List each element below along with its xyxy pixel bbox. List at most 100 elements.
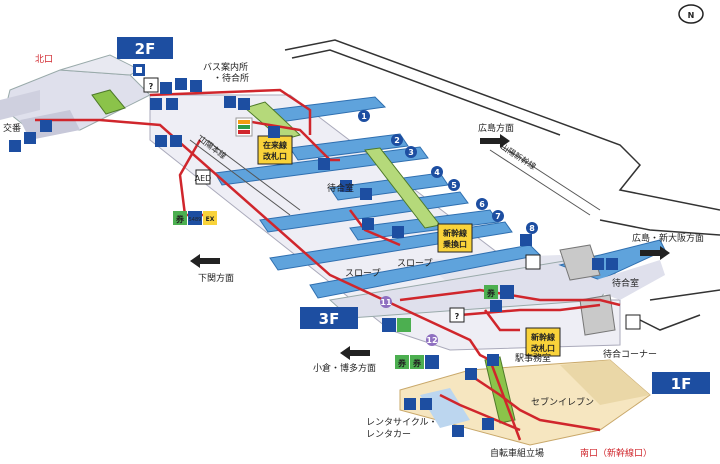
bus-icon (190, 80, 202, 92)
kokura-hakata-label: 小倉・博多方面 (313, 362, 376, 374)
transfer-gate-sign: 新幹線 乗換口 (437, 223, 473, 253)
aed-icon (625, 314, 641, 330)
slope-right-label: スロープ (397, 258, 432, 269)
aed-icon (525, 254, 541, 270)
rental-cycle-label: レンタサイクル・ (366, 417, 438, 428)
shimonoseki-direction-label: 下関方面 (198, 272, 234, 284)
aed-icon: AED (195, 169, 212, 185)
floor-badge-3f: 3F (300, 307, 358, 329)
ticket-machine-icon: 券 券 (395, 355, 439, 369)
toilet-icon (404, 398, 416, 410)
sanyo-shinkansen-label: 山陽新幹線 (499, 141, 538, 171)
bicycle-icon (452, 425, 464, 437)
svg-text:8: 8 (529, 224, 535, 233)
info-icon: ? (143, 77, 159, 93)
svg-text:5489: 5489 (189, 217, 202, 223)
svg-text:7: 7 (495, 212, 501, 221)
svg-text:券: 券 (412, 358, 422, 368)
train-icon (238, 98, 250, 110)
taxi-icon (40, 120, 52, 132)
svg-text:5: 5 (451, 181, 457, 190)
svg-text:新幹線: 新幹線 (443, 228, 467, 238)
platform-numbers: 1 2 3 4 5 6 7 8 11 12 (358, 110, 538, 346)
svg-text:2F: 2F (135, 40, 156, 58)
toilet-icon (9, 140, 21, 152)
ticket-machine-icon: 券 (484, 285, 514, 299)
bicycle-parking-label: 自転車組立場 (490, 447, 544, 459)
platform-number-8: 8 (526, 222, 538, 234)
waiting-room-right-label: 待合室 (612, 277, 639, 289)
svg-text:新幹線: 新幹線 (531, 332, 555, 342)
waiting-room-center-label: 待合室 (327, 182, 354, 194)
platform-2 (289, 133, 409, 161)
toilet-icon (166, 98, 178, 110)
svg-text:券: 券 (175, 214, 185, 224)
svg-text:EX: EX (206, 216, 215, 223)
conventional-gate-sign: 在来線 改札口 (257, 135, 293, 165)
car-rental-icon (482, 418, 494, 430)
arrow-shimonoseki (190, 254, 220, 268)
svg-text:券: 券 (486, 288, 496, 298)
f1-floor (399, 359, 651, 446)
elevator-icon (490, 300, 502, 312)
ticket-machine-icon (382, 318, 411, 332)
toilet-icon (155, 135, 167, 147)
elevator-icon (392, 226, 404, 238)
elevator-icon (133, 64, 145, 76)
platform-number-3: 3 (405, 146, 417, 158)
svg-text:6: 6 (479, 200, 485, 209)
toilet-icon (592, 258, 604, 270)
wheelchair-icon (362, 218, 374, 230)
elevator-icon (175, 78, 187, 90)
platform-number-12: 12 (426, 334, 438, 346)
direction-arrows (190, 134, 670, 360)
seven-eleven-logo (235, 117, 253, 137)
info-icon: ? (449, 307, 465, 323)
svg-text:11: 11 (380, 298, 392, 307)
platform-number-2: 2 (391, 134, 403, 146)
f2-concourse (0, 54, 151, 140)
platform-number-7: 7 (492, 210, 504, 222)
svg-text:1: 1 (361, 112, 367, 121)
building-outline (284, 39, 720, 331)
svg-text:N: N (688, 11, 695, 20)
slope-left-label: スロープ (345, 268, 380, 279)
waiting-corner-label: 待合コーナー (603, 348, 657, 360)
svg-text:在来線: 在来線 (263, 140, 287, 150)
svg-text:改札口: 改札口 (263, 151, 287, 161)
svg-text:改札口: 改札口 (531, 343, 555, 353)
toilet-icon (150, 98, 162, 110)
platform-number-5: 5 (448, 179, 460, 191)
platform-number-1: 1 (358, 110, 370, 122)
compass-icon: N (678, 4, 704, 24)
svg-text:2: 2 (394, 136, 400, 145)
elevator-icon (520, 234, 532, 246)
svg-text:券: 券 (397, 358, 407, 368)
svg-text:?: ? (455, 312, 460, 321)
shinkansen-gate-sign: 新幹線 改札口 (525, 327, 561, 357)
elevator-icon (268, 126, 280, 138)
wheelchair-icon (606, 258, 618, 270)
platform-number-11: 11 (380, 296, 392, 308)
rail-bands (189, 134, 601, 216)
elevator-icon (360, 188, 372, 200)
elevator-icon (340, 180, 352, 192)
koban-label: 交番 (3, 122, 21, 134)
svg-text:3: 3 (408, 148, 414, 157)
elevator-icon (318, 158, 330, 170)
elevator-icon (487, 354, 499, 366)
bus-info-label: バス案内所 (203, 61, 248, 73)
svg-text:AED: AED (195, 174, 212, 183)
svg-text:3F: 3F (319, 310, 340, 328)
floor-badge-2f: 2F (117, 37, 173, 59)
svg-text:4: 4 (434, 168, 440, 177)
elevator-icon (224, 96, 236, 108)
hiroshima-shinosaka-label: 広島・新大阪方面 (632, 232, 704, 244)
svg-text:?: ? (149, 82, 154, 91)
facility-icons: ? AED ? (9, 64, 641, 437)
floor-badge-1f: 1F (652, 372, 710, 394)
platform-number-4: 4 (431, 166, 443, 178)
arrow-kokura (340, 346, 370, 360)
station-office-label: 駅事務室 (515, 352, 551, 364)
